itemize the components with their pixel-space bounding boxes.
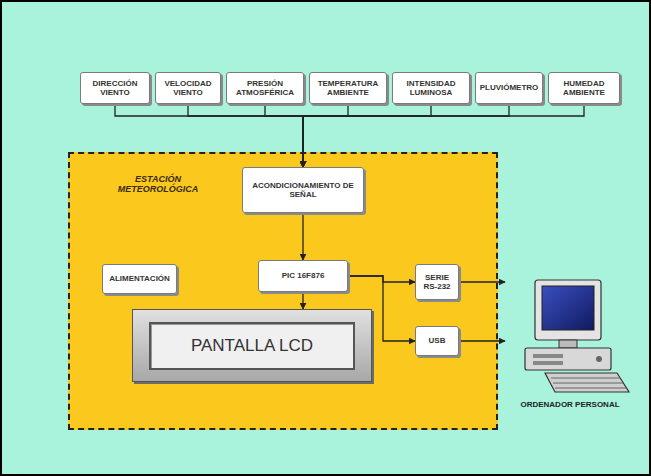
mcu-box: PIC 16F876 — [258, 260, 348, 292]
sensor-box: PLUVIÓMETRO — [475, 72, 543, 104]
sensor-box: INTENSIDAD LUMINOSA — [392, 72, 470, 104]
node-label: USB — [429, 336, 446, 345]
node-label: PRESIÓN ATMOSFÉRICA — [231, 79, 299, 97]
computer-node: ORDENADOR PERSONAL — [505, 270, 635, 435]
node-label: ACONDICIONAMIENTO DE SEÑAL — [247, 181, 359, 199]
node-label: ALIMENTACIÓN — [109, 274, 170, 283]
connector — [115, 104, 303, 167]
node-label: HUMEDAD AMBIENTE — [553, 79, 615, 97]
sensor-box: PRESIÓN ATMOSFÉRICA — [226, 72, 304, 104]
connector — [265, 104, 303, 167]
node-label: PLUVIÓMETRO — [480, 83, 539, 92]
connector — [303, 104, 584, 167]
sensor-box: VELOCIDAD VIENTO — [155, 72, 221, 104]
node-label: INTENSIDAD LUMINOSA — [397, 79, 465, 97]
power-box: ALIMENTACIÓN — [102, 264, 177, 294]
connector — [348, 276, 415, 282]
connector — [459, 340, 505, 341]
connector — [188, 104, 303, 167]
computer-illustration — [505, 270, 635, 398]
connector — [303, 104, 509, 167]
node-label: SERIE RS-232 — [420, 273, 454, 291]
node-label: PANTALLA LCD — [149, 322, 355, 370]
node-label: DIRECCIÓN VIENTO — [85, 79, 145, 97]
port-box: SERIE RS-232 — [415, 264, 459, 300]
sensor-box: DIRECCIÓN VIENTO — [80, 72, 150, 104]
connector — [302, 292, 303, 309]
port-box: USB — [415, 326, 459, 356]
connector — [303, 104, 431, 167]
region-heading: ESTACIÓN METEOROLÓGICA — [108, 174, 208, 195]
connector — [302, 213, 303, 260]
connector — [303, 104, 348, 167]
connector — [459, 281, 505, 282]
lcd-display: PANTALLA LCD — [132, 309, 372, 382]
node-label: VELOCIDAD VIENTO — [160, 79, 216, 97]
node-label: TEMPERATURA AMBIENTE — [314, 79, 382, 97]
station-region: ESTACIÓN METEOROLÓGICA ACONDICIONAMIENTO … — [68, 152, 498, 430]
node-label: ORDENADOR PERSONAL — [515, 400, 625, 409]
process-box: ACONDICIONAMIENTO DE SEÑAL — [242, 167, 364, 213]
sensor-box: TEMPERATURA AMBIENTE — [309, 72, 387, 104]
sensor-box: HUMEDAD AMBIENTE — [548, 72, 620, 104]
node-label: PIC 16F876 — [282, 271, 325, 280]
